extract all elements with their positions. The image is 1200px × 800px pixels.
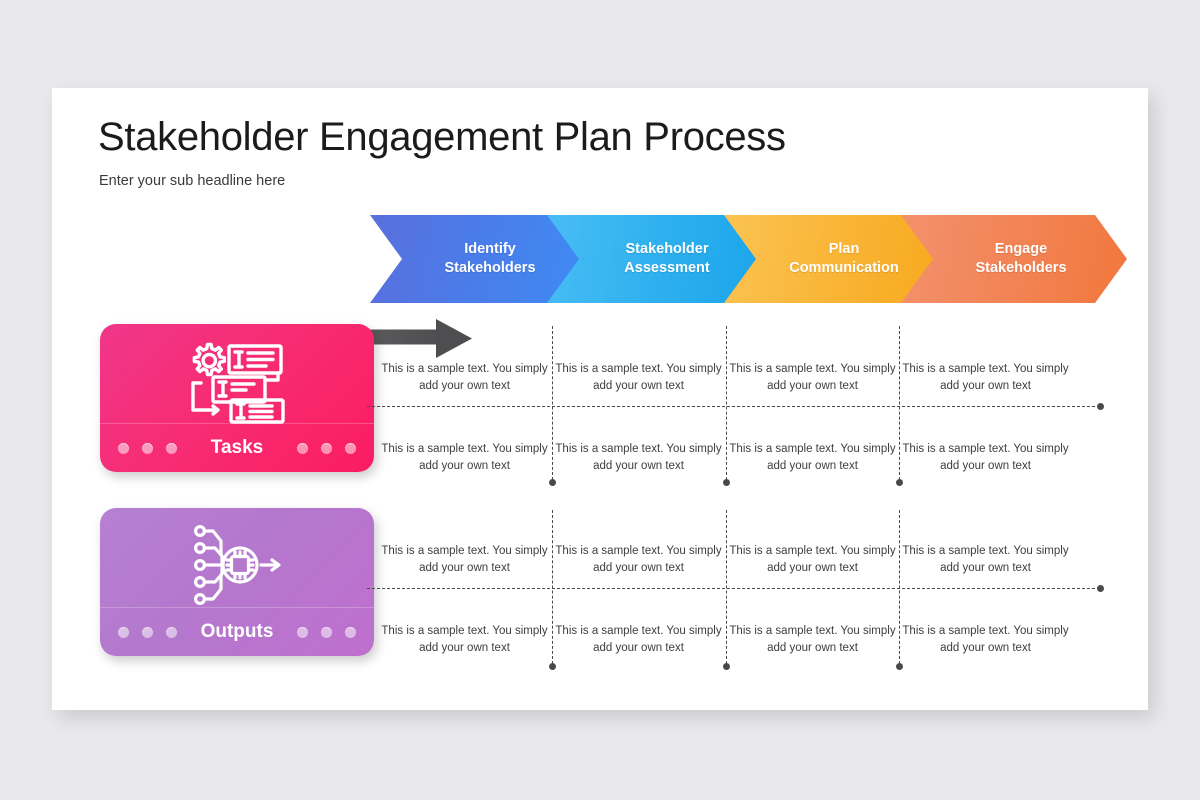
- process-step-3-line1: Plan: [828, 240, 860, 257]
- tasks-checklist-gear-icon: [100, 338, 374, 424]
- vertical-divider-2-bottom: [726, 510, 727, 664]
- vertical-divider-3-bottom: [899, 510, 900, 664]
- grid-cell-r3c1: This is a sample text. You simply add yo…: [381, 545, 548, 574]
- category-card-tasks[interactable]: Tasks: [100, 324, 374, 472]
- process-step-1-line1: Identify: [464, 240, 516, 257]
- outputs-card-footer: Outputs: [100, 607, 374, 656]
- grid-column-4: This is a sample text. You simply add yo…: [899, 312, 1072, 684]
- page-title: Stakeholder Engagement Plan Process: [98, 115, 786, 159]
- tasks-card-footer: Tasks: [100, 423, 374, 472]
- tasks-card-label: Tasks: [210, 437, 264, 458]
- category-card-outputs[interactable]: Outputs: [100, 508, 374, 656]
- grid-column-1: This is a sample text. You simply add yo…: [378, 312, 551, 684]
- process-chevron-row: Identify Stakeholders Stakeholder Assess…: [370, 215, 1110, 303]
- grid-cell-r1c3: This is a sample text. You simply add yo…: [729, 363, 896, 392]
- dot: [118, 442, 129, 454]
- grid-cell-r4c4: This is a sample text. You simply add yo…: [902, 625, 1069, 654]
- dot: [297, 442, 308, 454]
- dot: [321, 626, 332, 638]
- process-step-4-label: Engage Stakeholders: [961, 240, 1066, 279]
- dot: [166, 626, 177, 638]
- outputs-card-label: Outputs: [200, 621, 274, 642]
- processor-outputs-icon: [100, 522, 374, 608]
- grid-column-3: This is a sample text. You simply add yo…: [726, 312, 899, 684]
- page-subtitle: Enter your sub headline here: [99, 173, 286, 189]
- vertical-divider-3-bottom-dot: [896, 663, 903, 670]
- dot: [297, 626, 308, 638]
- process-step-4-line2: Stakeholders: [975, 260, 1067, 276]
- tasks-dots-right: [297, 442, 356, 454]
- grid-cell-r2c1: This is a sample text. You simply add yo…: [381, 443, 548, 472]
- vertical-divider-1-top: [552, 326, 553, 480]
- grid-cell-r3c2: This is a sample text. You simply add yo…: [555, 545, 722, 574]
- horizontal-divider-tasks-end-dot: [1097, 403, 1104, 410]
- process-step-2-line1: Stakeholder: [625, 240, 709, 257]
- grid-cell-r2c3: This is a sample text. You simply add yo…: [729, 443, 896, 472]
- process-step-4-line1: Engage: [994, 240, 1048, 257]
- grid-cell-r3c3: This is a sample text. You simply add yo…: [729, 545, 896, 574]
- process-step-1-line2: Stakeholders: [444, 260, 536, 276]
- dot: [166, 442, 177, 454]
- dot: [345, 442, 356, 454]
- process-step-1-label: Identify Stakeholders: [430, 240, 535, 279]
- process-step-2-line2: Assessment: [624, 260, 710, 276]
- grid-cell-r1c1: This is a sample text. You simply add yo…: [381, 363, 548, 392]
- grid-cell-r1c2: This is a sample text. You simply add yo…: [555, 363, 722, 392]
- vertical-divider-1-top-dot: [549, 479, 556, 486]
- grid-cell-r3c4: This is a sample text. You simply add yo…: [902, 545, 1069, 574]
- tasks-dots-left: [118, 442, 177, 454]
- process-step-2-label: Stakeholder Assessment: [610, 240, 709, 279]
- grid-cell-r4c2: This is a sample text. You simply add yo…: [555, 625, 722, 654]
- grid-column-2: This is a sample text. You simply add yo…: [552, 312, 725, 684]
- grid-cell-r1c4: This is a sample text. You simply add yo…: [902, 363, 1069, 392]
- grid-cell-r4c1: This is a sample text. You simply add yo…: [381, 625, 548, 654]
- dot: [321, 442, 332, 454]
- dot: [118, 626, 129, 638]
- process-step-4[interactable]: Engage Stakeholders: [901, 215, 1127, 303]
- vertical-divider-3-top-dot: [896, 479, 903, 486]
- vertical-divider-2-bottom-dot: [723, 663, 730, 670]
- process-step-3-label: Plan Communication: [775, 240, 899, 279]
- horizontal-divider-tasks: [367, 406, 1100, 407]
- vertical-divider-1-bottom: [552, 510, 553, 664]
- process-step-3-line2: Communication: [789, 260, 899, 276]
- content-grid: This is a sample text. You simply add yo…: [367, 312, 1110, 684]
- outputs-dots-left: [118, 626, 177, 638]
- dot: [142, 626, 153, 638]
- slide-canvas: Stakeholder Engagement Plan Process Ente…: [52, 88, 1148, 710]
- grid-cell-r2c2: This is a sample text. You simply add yo…: [555, 443, 722, 472]
- vertical-divider-1-bottom-dot: [549, 663, 556, 670]
- horizontal-divider-outputs: [367, 588, 1100, 589]
- outputs-dots-right: [297, 626, 356, 638]
- horizontal-divider-outputs-end-dot: [1097, 585, 1104, 592]
- vertical-divider-3-top: [899, 326, 900, 480]
- dot: [345, 626, 356, 638]
- dot: [142, 442, 153, 454]
- grid-cell-r4c3: This is a sample text. You simply add yo…: [729, 625, 896, 654]
- vertical-divider-2-top-dot: [723, 479, 730, 486]
- vertical-divider-2-top: [726, 326, 727, 480]
- grid-cell-r2c4: This is a sample text. You simply add yo…: [902, 443, 1069, 472]
